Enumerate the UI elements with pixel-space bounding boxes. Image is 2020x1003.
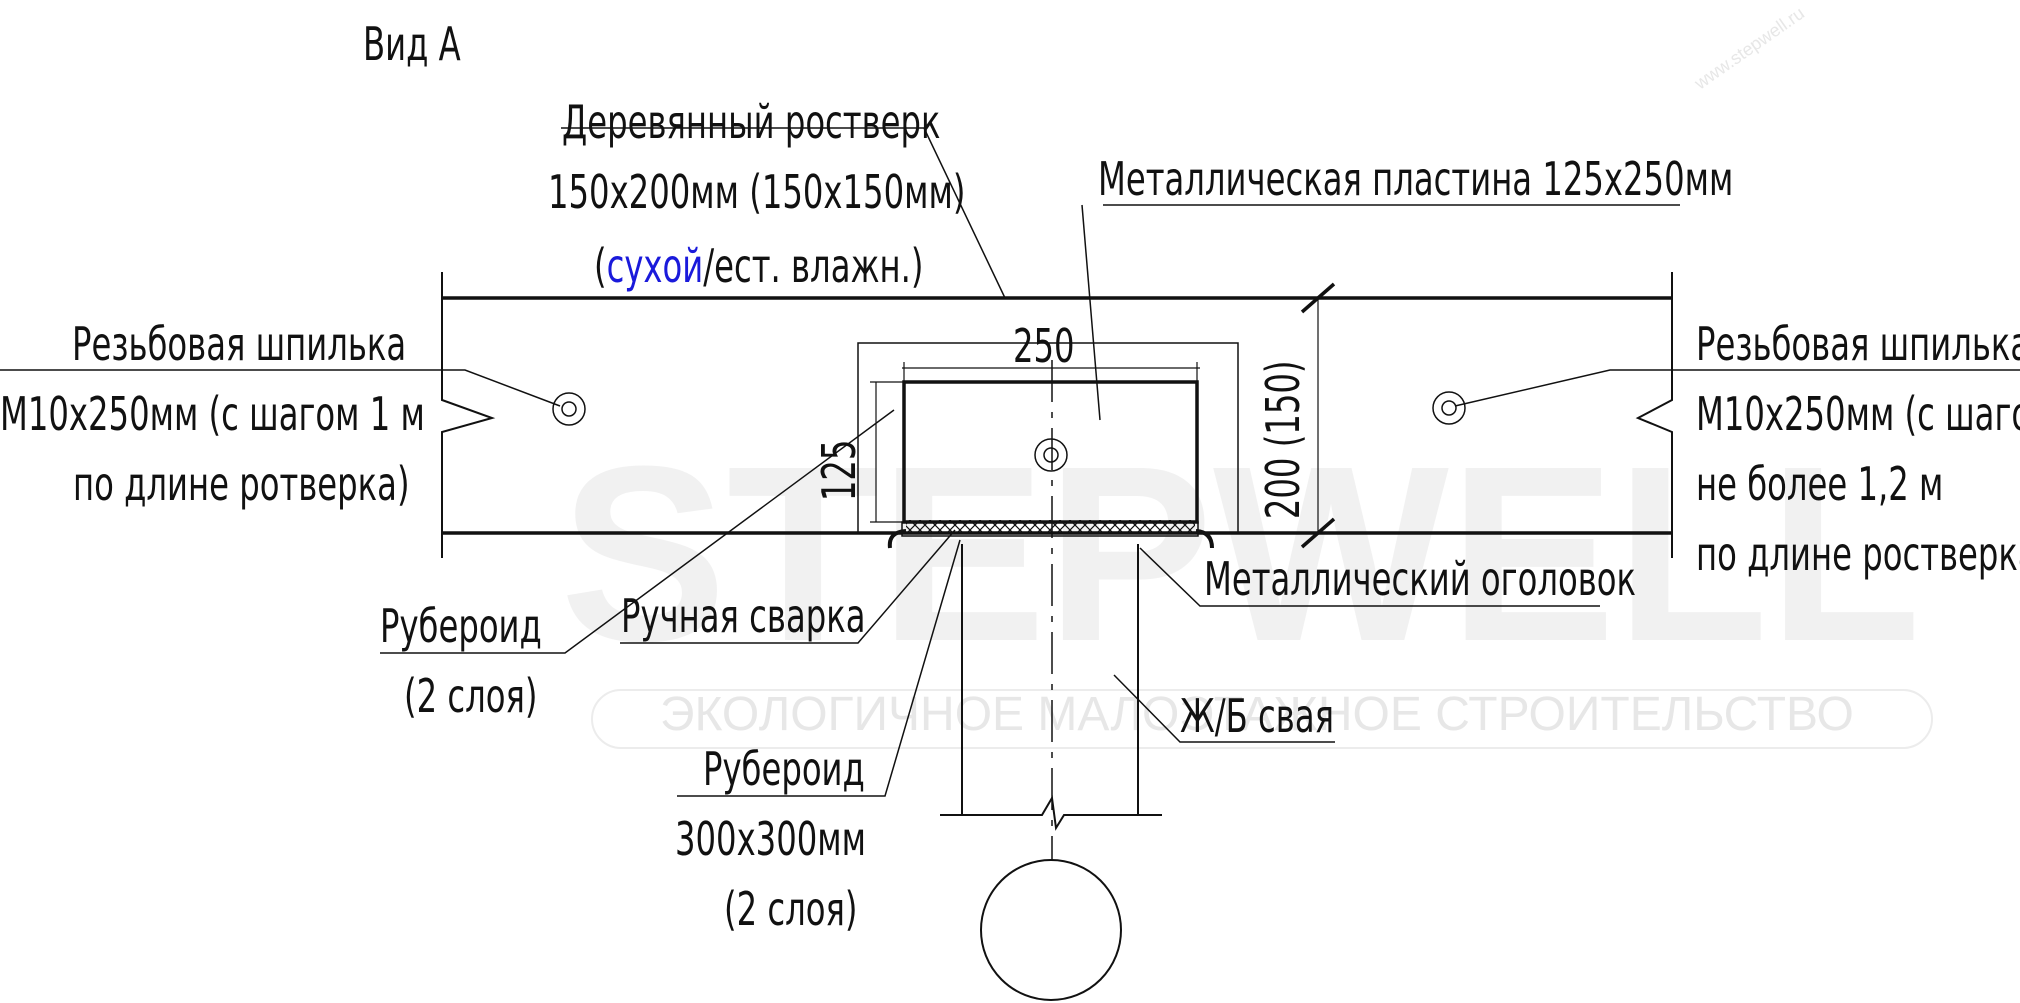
label-roofing2-line1: Рубероид (703, 743, 865, 797)
stud-left-inner (561, 401, 577, 417)
label-pile: Ж/Б свая (1180, 690, 1334, 744)
stud-left-outer (552, 392, 586, 426)
cap-curl-right (1195, 529, 1214, 549)
dim-plate-height: 125 (812, 440, 866, 502)
pile-cap-outline (857, 342, 1239, 534)
label-stud-left-line1: Резьбовая шпилька (72, 318, 406, 372)
watermark-slogan: ЭКОЛОГИЧНОЕ МАЛОЭТАЖНОЕ СТРОИТЕЛЬСТВО (660, 688, 1854, 741)
watermark: STEPWELL ЭКОЛОГИЧНОЕ МАЛОЭТАЖНОЕ СТРОИТЕ… (560, 3, 1933, 749)
label-stud-right-line4: по длине ростверка) (1696, 528, 2020, 582)
stud-center-inner (1043, 447, 1059, 463)
label-grillage-dry: сухой (607, 240, 704, 294)
pile-break (940, 794, 1162, 831)
drawing-title: Вид А (363, 18, 461, 72)
label-grillage-line2: 150х200мм (150х150мм) (548, 166, 965, 220)
roofing-hatch (906, 520, 1195, 532)
beam-break-right (1635, 272, 1673, 558)
leader-stud-right (1454, 369, 2020, 407)
leader-roofing-2 (677, 539, 961, 797)
watermark-site: www.stepwell.ru (1690, 3, 1808, 94)
stud-right-inner (1441, 400, 1457, 416)
label-stud-left-line2: М10х250мм (с шагом 1 м (0, 388, 425, 442)
label-stud-left-line3: по длине ротверка) (73, 458, 410, 512)
dim-beam-height: 200 (150) (1256, 361, 1310, 520)
leader-grillage (561, 127, 1006, 299)
watermark-slogan-frame (591, 689, 1933, 749)
label-stud-right-line3: не более 1,2 м (1696, 458, 1943, 512)
dim-beam-tick-top (1300, 282, 1336, 314)
dim-plate-width: 250 (1013, 320, 1075, 374)
leader-plate (1081, 204, 1101, 421)
label-grillage-line3: (сухой/ест. влажн.) (594, 240, 924, 294)
dim-beam-tick-bottom (1300, 517, 1336, 549)
stud-right-outer (1432, 391, 1466, 425)
beam-break-left (441, 272, 496, 558)
label-roofing1-line1: Рубероид (380, 600, 542, 654)
label-welding: Ручная сварка (621, 590, 866, 644)
stud-center-outer (1034, 438, 1068, 472)
label-roofing2-line3: (2 слоя) (724, 883, 858, 937)
watermark-brand: STEPWELL (560, 414, 1921, 693)
label-stud-right-line2: М10х250мм (с шагом (1696, 388, 2020, 442)
cap-curl-left (887, 529, 907, 549)
leader-roofing-1 (380, 409, 895, 654)
pile-section-circle (980, 859, 1122, 1001)
leader-pile (1113, 674, 1335, 743)
label-roofing2-line2: 300х300мм (675, 813, 866, 867)
label-roofing1-line2: (2 слоя) (404, 670, 538, 724)
label-cap: Металлический оголовок (1204, 553, 1636, 607)
label-plate: Металлическая пластина 125х250мм (1098, 153, 1733, 207)
leader-welding (620, 529, 956, 644)
geometry (0, 127, 2020, 1001)
leader-cap (1139, 547, 1600, 607)
label-stud-right-line1: Резьбовая шпилька (1696, 318, 2020, 372)
label-grillage-line1: Деревянный ростверк (562, 96, 941, 150)
leader-stud-left (0, 369, 561, 407)
